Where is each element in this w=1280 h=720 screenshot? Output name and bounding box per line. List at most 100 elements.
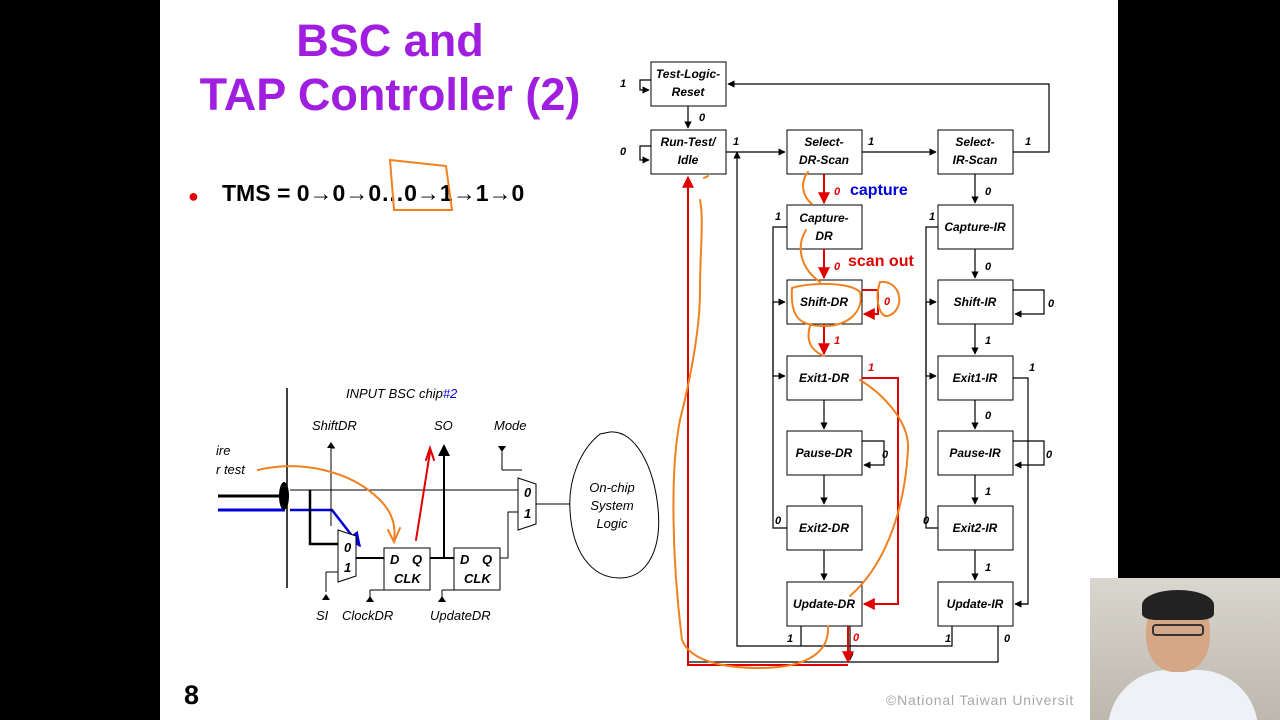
circuit-title: INPUT BSC chip#2 <box>346 386 458 401</box>
svg-text:DR-Scan: DR-Scan <box>799 153 849 167</box>
svg-text:D: D <box>390 552 400 567</box>
state-capture-ir: Capture-IR <box>937 204 1014 250</box>
svg-text:Update-DR: Update-DR <box>793 597 855 611</box>
svg-text:Test-Logic-: Test-Logic- <box>656 67 720 81</box>
annotation-capture: capture <box>850 182 908 199</box>
svg-text:Capture-IR: Capture-IR <box>944 220 1006 234</box>
svg-text:Run-Test/: Run-Test/ <box>661 135 718 149</box>
svg-text:0: 0 <box>524 485 532 500</box>
label-clockdr: ClockDR <box>342 608 393 623</box>
svg-text:Exit2-DR: Exit2-DR <box>799 521 849 535</box>
svg-text:Logic: Logic <box>596 516 628 531</box>
svg-text:0: 0 <box>923 515 930 527</box>
svg-text:0: 0 <box>344 540 352 555</box>
title-line-1: BSC and <box>296 15 484 66</box>
svg-text:0: 0 <box>1046 449 1053 461</box>
bullet-dot: ● <box>188 186 199 206</box>
state-update-dr: Update-DR <box>786 581 863 627</box>
state-select-ir-scan: Select- IR-Scan <box>937 129 1014 175</box>
svg-text:1: 1 <box>344 560 351 575</box>
svg-text:Pause-DR: Pause-DR <box>796 446 853 460</box>
svg-text:1: 1 <box>868 136 874 148</box>
state-exit2-dr: Exit2-DR <box>786 505 863 551</box>
bsc-circuit: INPUT BSC chip#2 ShiftDR SO Mode SI Cloc… <box>216 386 660 623</box>
svg-text:0: 0 <box>1048 298 1055 310</box>
svg-text:1: 1 <box>1025 136 1031 148</box>
state-run-test-idle: Run-Test/ Idle <box>650 129 727 175</box>
state-exit1-ir: Exit1-IR <box>937 355 1014 401</box>
state-exit2-ir: Exit2-IR <box>937 505 1014 551</box>
svg-text:Q: Q <box>482 552 492 567</box>
svg-text:1: 1 <box>787 633 793 645</box>
svg-text:1: 1 <box>929 211 935 223</box>
svg-text:DR: DR <box>815 229 833 243</box>
copyright-text: ©National Taiwan Universit <box>886 692 1075 708</box>
svg-text:On-chip: On-chip <box>589 480 635 495</box>
state-test-logic-reset: Test-Logic- Reset <box>650 61 727 107</box>
svg-text:1: 1 <box>985 486 991 498</box>
svg-text:D: D <box>460 552 470 567</box>
svg-text:1: 1 <box>985 335 991 347</box>
svg-text:0: 0 <box>985 186 992 198</box>
tms-sequence: TMS = 0→0→0…0→1→1→0 <box>222 180 525 206</box>
svg-text:Capture-: Capture- <box>799 211 848 225</box>
svg-text:Exit1-DR: Exit1-DR <box>799 371 849 385</box>
tap-transitions <box>639 79 1050 663</box>
svg-text:1: 1 <box>524 506 531 521</box>
state-update-ir: Update-IR <box>937 581 1014 627</box>
label-mode: Mode <box>494 418 527 433</box>
side-text-1: ire <box>216 443 230 458</box>
svg-text:0: 0 <box>1004 633 1011 645</box>
svg-text:Q: Q <box>412 552 422 567</box>
annotation-scan-out: scan out <box>848 253 914 270</box>
svg-text:Idle: Idle <box>678 153 699 167</box>
edge-labels: 1 0 0 1 1 1 0 1 0 0 1 1 0 0 1 0 1 1 0 1 <box>620 78 1055 645</box>
svg-text:0: 0 <box>834 261 841 273</box>
svg-text:1: 1 <box>868 362 874 374</box>
title-line-2: TAP Controller (2) <box>199 69 581 120</box>
svg-text:1: 1 <box>834 335 840 347</box>
state-capture-dr: Capture- DR <box>786 204 863 250</box>
pen-annotations <box>257 158 910 670</box>
svg-text:System: System <box>590 498 634 513</box>
presenter-glasses <box>1152 624 1204 636</box>
label-updatedr: UpdateDR <box>430 608 491 623</box>
slide: BSC and TAP Controller (2) ● TMS = 0→0→0… <box>160 0 1118 720</box>
tap-state-diagram: Test-Logic- Reset Run-Test/ Idle Select-… <box>620 61 1055 666</box>
presenter-hair <box>1142 590 1214 620</box>
svg-text:0: 0 <box>853 632 860 644</box>
svg-text:1: 1 <box>985 562 991 574</box>
state-shift-ir: Shift-IR <box>937 279 1014 325</box>
svg-text:0: 0 <box>985 410 992 422</box>
side-text-2: r test <box>216 462 246 477</box>
svg-text:0: 0 <box>699 112 706 124</box>
svg-text:1: 1 <box>620 78 626 90</box>
svg-text:IR-Scan: IR-Scan <box>953 153 998 167</box>
svg-text:0: 0 <box>775 515 782 527</box>
svg-text:CLK: CLK <box>464 571 492 586</box>
svg-text:Shift-DR: Shift-DR <box>800 295 848 309</box>
svg-text:1: 1 <box>945 633 951 645</box>
svg-text:Select-: Select- <box>804 135 843 149</box>
svg-text:Pause-IR: Pause-IR <box>949 446 1001 460</box>
presenter-video-icon <box>1090 578 1280 720</box>
page-number: 8 <box>184 680 200 710</box>
label-si: SI <box>316 608 329 623</box>
svg-text:Exit1-IR: Exit1-IR <box>953 371 998 385</box>
presenter-shirt <box>1108 670 1258 720</box>
state-pause-ir: Pause-IR <box>937 430 1014 476</box>
svg-text:1: 1 <box>1029 362 1035 374</box>
svg-text:Select-: Select- <box>955 135 994 149</box>
svg-text:0: 0 <box>620 146 627 158</box>
svg-text:0: 0 <box>884 296 891 308</box>
state-pause-dr: Pause-DR <box>786 430 863 476</box>
state-select-dr-scan: Select- DR-Scan <box>786 129 863 175</box>
svg-text:Reset: Reset <box>672 85 706 99</box>
svg-text:Update-IR: Update-IR <box>947 597 1004 611</box>
slide-title: BSC and TAP Controller (2) <box>180 14 600 122</box>
svg-text:Exit2-IR: Exit2-IR <box>953 521 998 535</box>
svg-text:1: 1 <box>775 211 781 223</box>
svg-text:Shift-IR: Shift-IR <box>954 295 997 309</box>
svg-text:0: 0 <box>882 449 889 461</box>
label-so: SO <box>434 418 453 433</box>
